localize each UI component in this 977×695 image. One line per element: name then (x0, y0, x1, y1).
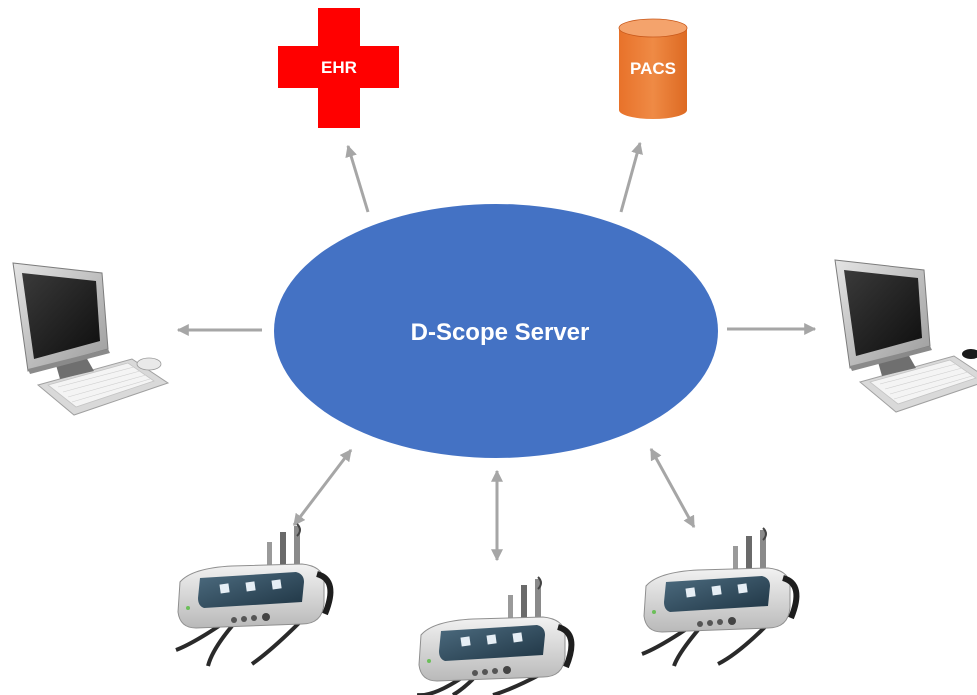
ehr-label: EHR (321, 58, 357, 77)
right-workstation (834, 259, 977, 413)
ehr-node: EHR (278, 8, 399, 128)
arrow-to-pacs (619, 141, 643, 213)
left-device (175, 523, 334, 667)
server-label: D-Scope Server (411, 319, 590, 346)
medical-device-icon (417, 576, 575, 695)
connection-arrows (176, 141, 817, 562)
pacs-node: PACS (618, 18, 688, 119)
server-node: D-Scope Server (274, 204, 718, 458)
left-workstation (12, 262, 170, 416)
medical-device-icon (175, 523, 334, 667)
desktop-computer-icon (834, 259, 977, 413)
ehr-cross-icon (278, 8, 399, 128)
right-device (641, 527, 800, 667)
desktop-computer-icon (12, 262, 170, 416)
database-cylinder-icon (618, 18, 688, 119)
server-ellipse (274, 204, 718, 458)
center-device (417, 576, 575, 695)
medical-device-icon (641, 527, 800, 667)
arrow-left-device (292, 449, 353, 526)
arrow-right-device (649, 447, 696, 529)
pacs-label: PACS (630, 59, 676, 78)
arrow-to-ehr (345, 144, 370, 213)
